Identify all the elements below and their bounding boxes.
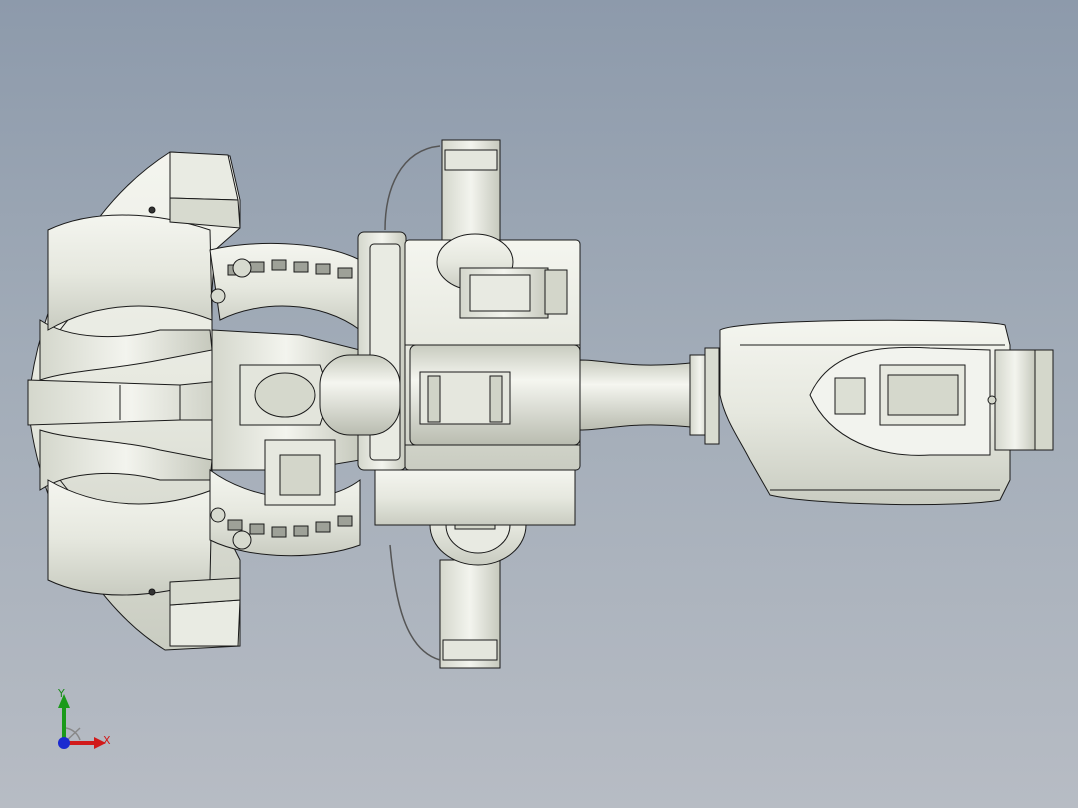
triad-x-label: X [103,734,111,747]
robot-base [27,151,241,651]
shoulder-housing [319,231,581,471]
wrist-housing [719,319,1054,506]
shoulder-linkage [211,329,361,506]
coordinate-triad [58,694,106,749]
axis-motor-top [436,139,568,319]
axis-motor-bottom [374,469,576,669]
turntable-ring [209,242,361,557]
cables [384,145,441,661]
upper-arm-tube [579,347,720,445]
triad-y-label: Y [58,687,65,700]
